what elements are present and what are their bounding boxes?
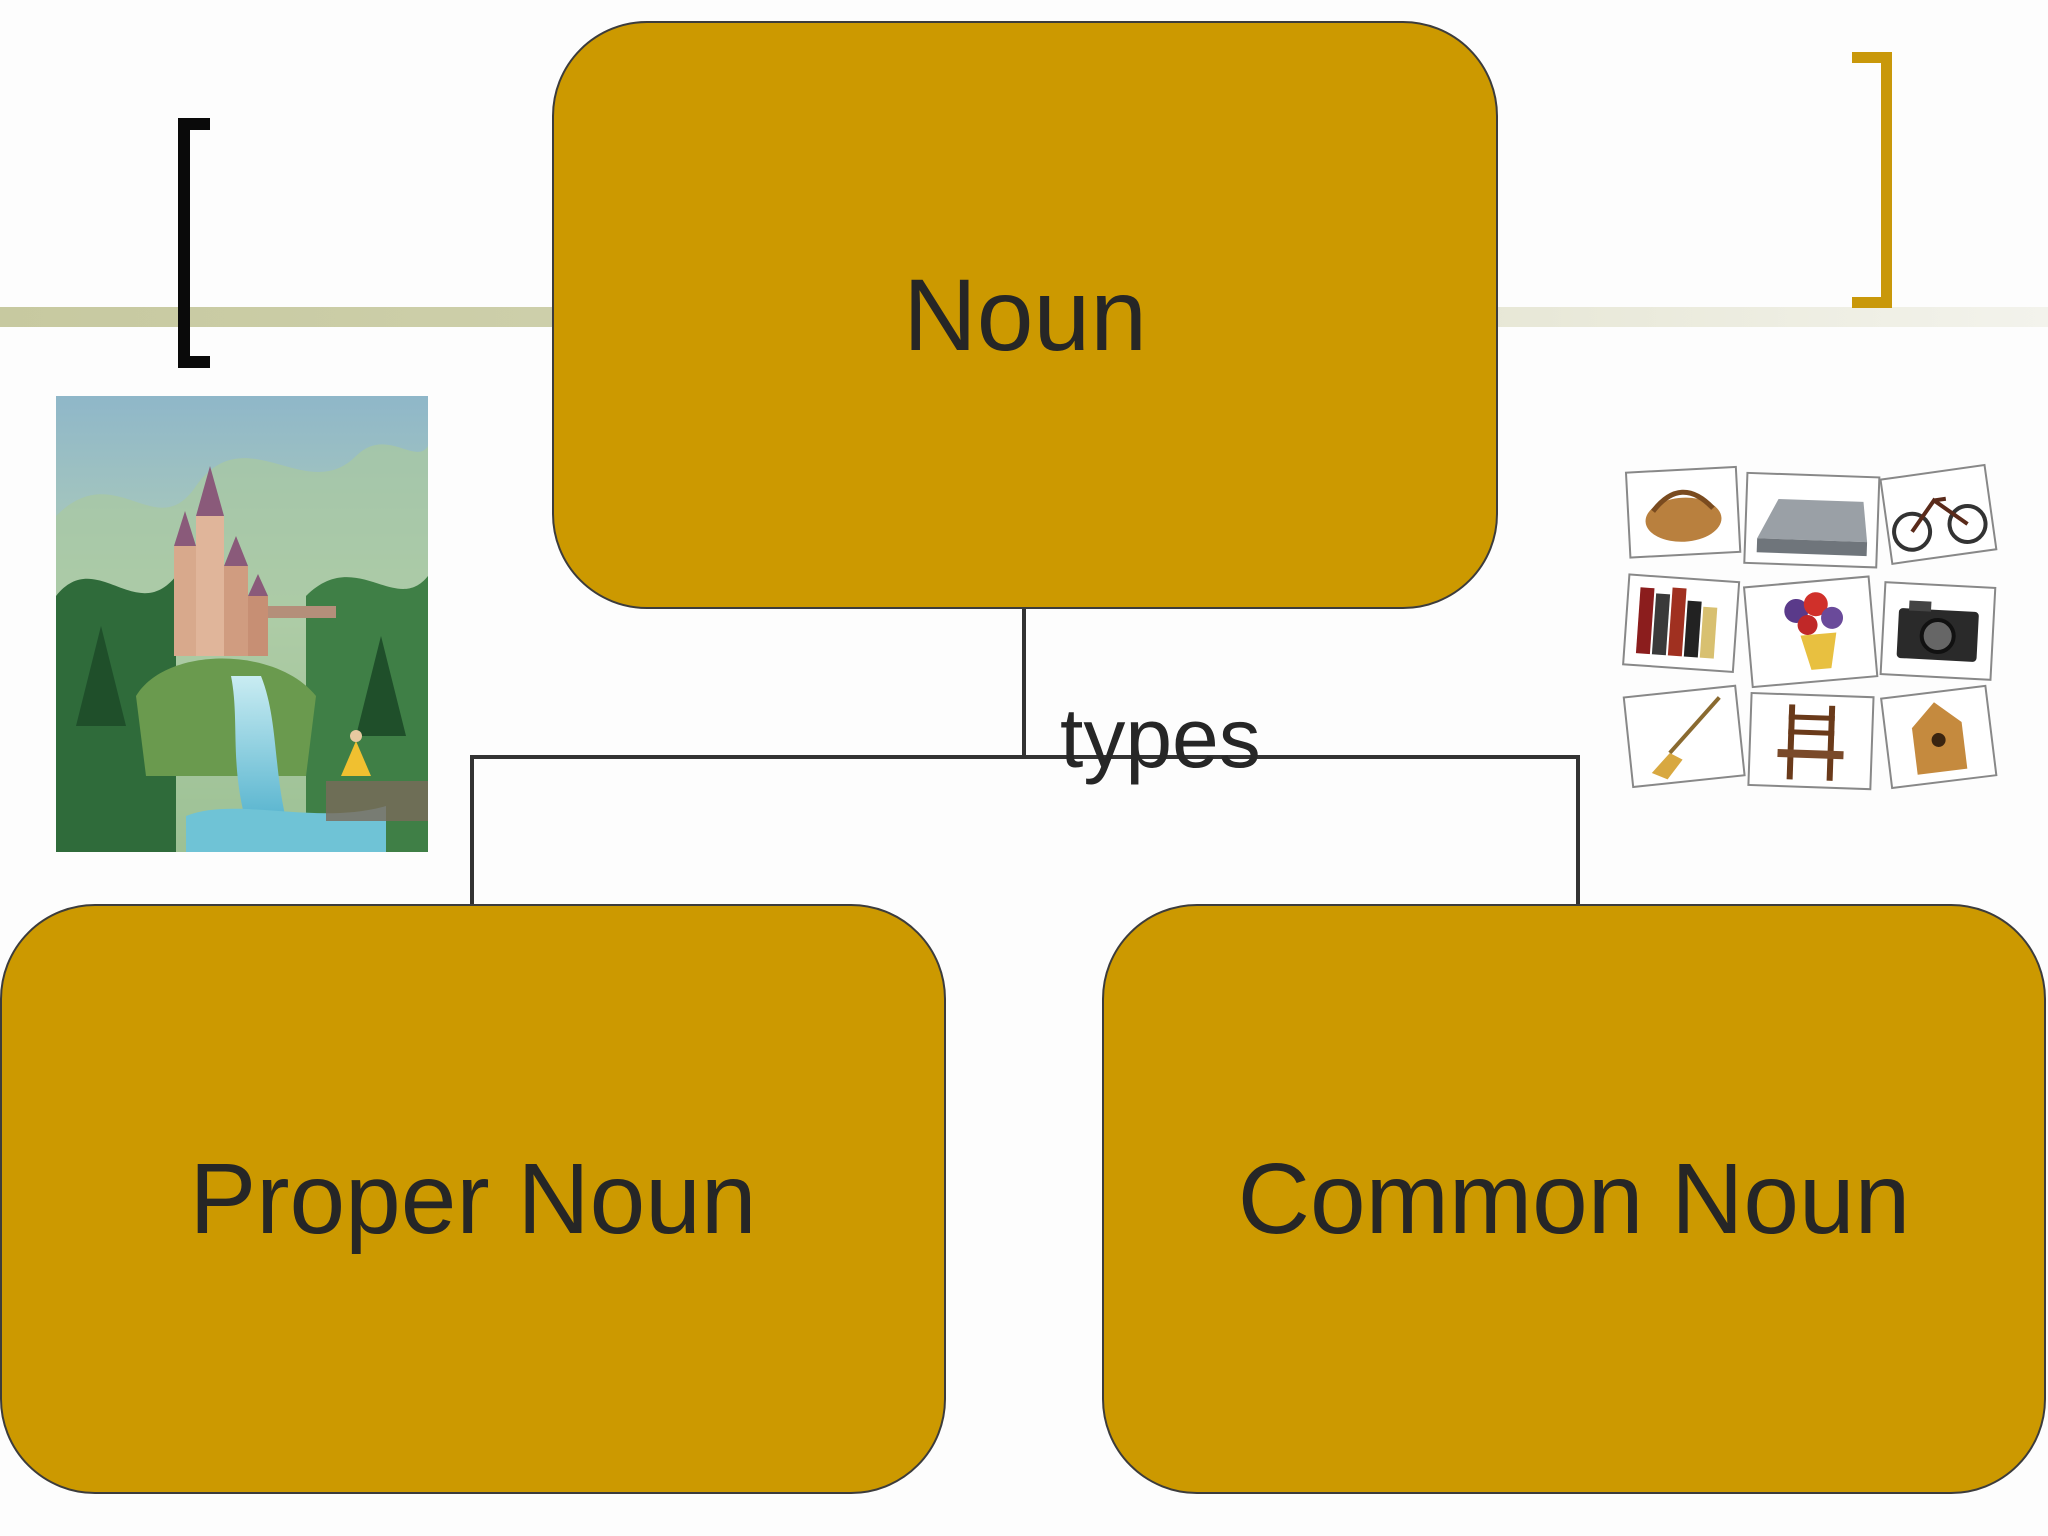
- proper-noun-box: Proper Noun: [0, 904, 946, 1494]
- right-bracket-decoration: [1852, 52, 1892, 308]
- connector-right-drop: [1576, 755, 1580, 905]
- proper-noun-label: Proper Noun: [189, 1142, 757, 1255]
- connector-horizontal: [470, 755, 1580, 759]
- left-bracket-decoration: [178, 118, 210, 368]
- types-edge-label: types: [1060, 691, 1261, 785]
- common-noun-label: Common Noun: [1237, 1142, 1911, 1255]
- connector-stem: [1022, 609, 1026, 757]
- connector-left-drop: [470, 755, 474, 905]
- castle-picture-image: [56, 396, 428, 852]
- noun-box: Noun: [552, 21, 1498, 609]
- household-objects-collage-image: [1618, 460, 2000, 800]
- noun-label: Noun: [903, 257, 1147, 372]
- common-noun-box: Common Noun: [1102, 904, 2046, 1494]
